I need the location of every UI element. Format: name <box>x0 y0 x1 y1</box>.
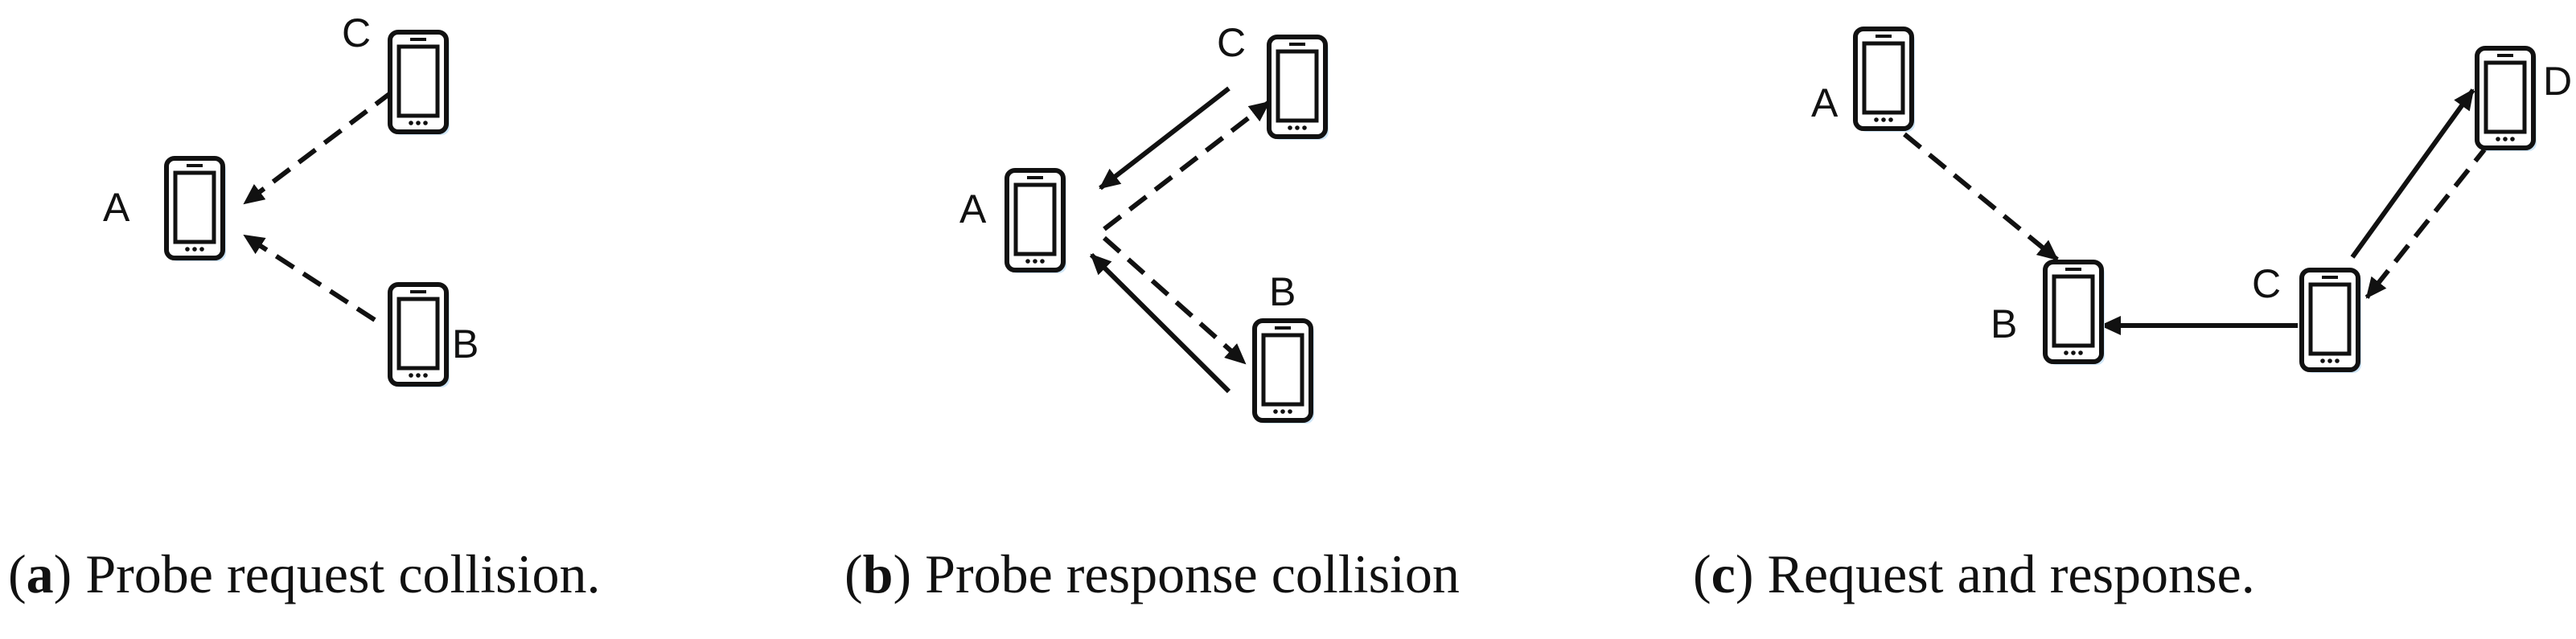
caption-text: Probe response collision <box>925 543 1460 604</box>
edge-a-c-to-a <box>243 89 394 206</box>
node-label-a: A <box>103 185 130 230</box>
caption-letter: b <box>862 543 894 604</box>
edge-a-b-to-a <box>243 233 376 322</box>
phone-icon <box>388 282 450 387</box>
node-label-c: C <box>2252 261 2281 306</box>
caption-panel-a: (a) Probe request collision. <box>8 543 601 604</box>
caption-letter: a <box>26 543 54 604</box>
node-label-a: A <box>959 186 987 231</box>
phone-icon <box>164 156 226 261</box>
node-label-a: A <box>1811 80 1839 125</box>
node-label-d: D <box>2543 59 2572 104</box>
node-label-b: B <box>1269 269 1296 314</box>
edge-b-b-to-a <box>1089 252 1231 394</box>
phone-icon <box>1267 35 1329 140</box>
edge-b-c-to-a <box>1099 86 1230 190</box>
phone-icon <box>1005 168 1066 273</box>
panel-a: A C B <box>103 10 479 387</box>
phone-icon <box>388 30 450 135</box>
node-label-c: C <box>1217 20 1246 65</box>
panel-b: A C B <box>959 20 1329 424</box>
caption-letter: c <box>1711 543 1736 604</box>
caption-panel-b: (b) Probe response collision <box>844 543 1460 604</box>
edge-b-a-to-c <box>1103 100 1271 231</box>
phone-icon <box>1252 318 1314 424</box>
caption-text: Request and response. <box>1767 543 2255 604</box>
node-label-b: B <box>452 322 479 367</box>
caption-panel-c: (c) Request and response. <box>1693 543 2255 604</box>
phone-icon <box>2299 268 2361 373</box>
edge-c-c-to-d <box>2350 88 2475 259</box>
phone-icon <box>1853 27 1915 132</box>
edge-c-d-to-c <box>2364 143 2491 299</box>
phone-icon <box>2475 46 2537 151</box>
edge-b-a-to-b <box>1103 236 1247 366</box>
caption-text: Probe request collision. <box>85 543 601 604</box>
panel-c: A B C D <box>1811 27 2572 373</box>
phone-icon <box>2043 260 2105 365</box>
node-label-c: C <box>342 10 371 55</box>
edge-c-a-to-b <box>1903 132 2059 262</box>
node-label-b: B <box>1991 301 2017 346</box>
